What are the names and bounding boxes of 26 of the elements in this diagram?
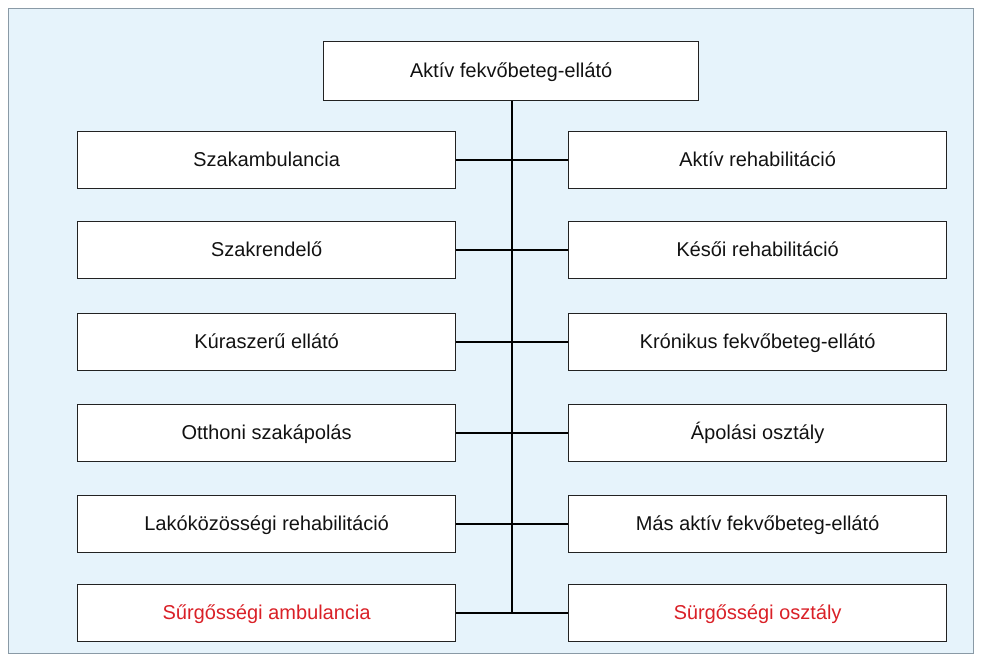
org-box: [77, 131, 456, 189]
org-box: [568, 313, 947, 371]
box-label: Ápolási osztály: [690, 422, 824, 444]
org-box: [568, 495, 947, 553]
box-label: Késői rehabilitáció: [676, 238, 839, 262]
box-label: Aktív fekvőbeteg-ellátó: [410, 60, 612, 82]
org-box: [77, 495, 456, 553]
box-label: Krónikus fekvőbeteg-ellátó: [640, 330, 876, 354]
org-box: [568, 404, 947, 462]
org-box: [77, 313, 456, 371]
box-label: Más aktív fekvőbeteg-ellátó: [636, 512, 880, 536]
box-label: Kúraszerű ellátó: [194, 330, 339, 354]
box-label: Otthoni szakápolás: [181, 422, 352, 444]
box-label: Szakambulancia: [193, 148, 340, 172]
org-box: [77, 404, 456, 462]
org-box: [77, 221, 456, 279]
box-label: Szakrendelő: [210, 238, 322, 262]
org-box: [77, 584, 456, 642]
org-box: [568, 221, 947, 279]
box-label: Aktív rehabilitáció: [679, 148, 836, 172]
box-label: Sürgősségi osztály: [674, 602, 842, 624]
box-label: Sűrgősségi ambulancia: [162, 602, 370, 624]
org-box: [323, 41, 699, 101]
org-box: [568, 584, 947, 642]
org-box: [568, 131, 947, 189]
box-label: Lakóközösségi rehabilitáció: [144, 512, 389, 536]
